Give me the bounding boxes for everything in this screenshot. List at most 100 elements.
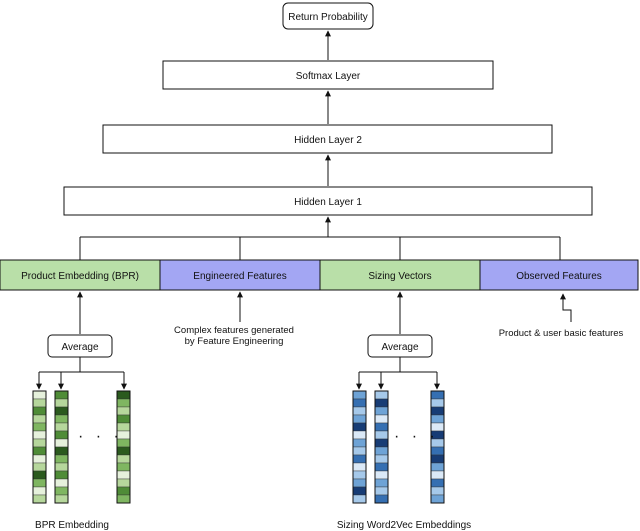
bpr-vector-cell	[32, 494, 47, 504]
bpr-vector-cell	[54, 446, 69, 456]
sizing-vector-cell	[352, 422, 367, 432]
sizing-vector-cell	[352, 470, 367, 480]
sizing-vector-cell	[430, 494, 445, 504]
bpr-vector-cell	[54, 414, 69, 424]
bpr-vector-cell	[32, 398, 47, 408]
bpr-vector-cell	[54, 430, 69, 440]
bpr-vector-cell	[116, 398, 131, 408]
bpr-vector-cell	[32, 438, 47, 448]
bpr-vector-cell	[54, 478, 69, 488]
sizing-vector-cell	[430, 454, 445, 464]
sizing-fanout-connector	[356, 357, 440, 390]
observed-note: Product & user basic features	[499, 328, 624, 339]
sizing-vector-cell	[374, 406, 389, 416]
input-connector-bus	[79, 236, 561, 260]
bpr-vector-1	[32, 390, 47, 504]
bpr-vector-cell	[116, 462, 131, 472]
sizing-vector-cell	[352, 486, 367, 496]
sizing-vector-outline	[430, 390, 445, 504]
bpr-fanout-connector	[36, 357, 127, 390]
bpr-vector-cell	[54, 470, 69, 480]
bpr-vector-cell	[116, 390, 131, 400]
sizing-vector-cell	[430, 406, 445, 416]
average-box-sizing: Average	[367, 334, 433, 358]
softmax-layer-label: Softmax Layer	[296, 71, 361, 82]
sizing-vector-cell	[352, 390, 367, 400]
input-observed-features-label: Observed Features	[516, 271, 602, 282]
sizing-vector-cell	[352, 478, 367, 488]
bpr-vector-cell	[54, 406, 69, 416]
sizing-vector-cell	[430, 414, 445, 424]
sizing-vector-3	[430, 390, 445, 504]
average-label-sizing: Average	[381, 342, 419, 353]
bpr-embedding-vectors	[32, 390, 131, 504]
bpr-vector-cell	[116, 446, 131, 456]
sizing-vector-cell	[374, 478, 389, 488]
average-box-bpr: Average	[47, 334, 113, 358]
bpr-vector-cell	[54, 454, 69, 464]
bpr-vector-cell	[32, 454, 47, 464]
sizing-vector-cell	[430, 446, 445, 456]
sizing-vector-cell	[352, 454, 367, 464]
bpr-vector-cell	[32, 486, 47, 496]
bpr-vector-cell	[54, 438, 69, 448]
observed-note-arrow	[560, 293, 572, 322]
sizing-vector-cell	[352, 494, 367, 504]
sizing-vector-cell	[352, 438, 367, 448]
hidden-layer-2-label: Hidden Layer 2	[294, 135, 362, 146]
engineered-note-line1: Complex features generated	[174, 325, 294, 336]
bpr-vector-3	[116, 390, 131, 504]
sizing-vector-cell	[352, 406, 367, 416]
sizing-vector-cell	[374, 398, 389, 408]
bpr-vector-outline	[32, 390, 47, 504]
engineered-note-line2: by Feature Engineering	[185, 336, 284, 347]
hidden-layer-1-box: Hidden Layer 1	[63, 186, 593, 216]
sizing-vector-cell	[352, 414, 367, 424]
sizing-vector-cell	[430, 390, 445, 400]
sizing-vector-cell	[374, 494, 389, 504]
bpr-vector-cell	[32, 446, 47, 456]
sizing-vector-cell	[374, 486, 389, 496]
softmax-layer-box: Softmax Layer	[162, 60, 494, 90]
input-engineered-features-label: Engineered Features	[193, 271, 286, 282]
bpr-vector-cell	[32, 478, 47, 488]
bpr-vector-cell	[32, 390, 47, 400]
sizing-vector-cell	[374, 454, 389, 464]
bpr-ellipsis: · · ·	[78, 428, 123, 445]
return-probability-box: Return Probability	[282, 2, 374, 30]
bpr-vector-2	[54, 390, 69, 504]
sizing-vector-cell	[430, 462, 445, 472]
bpr-vector-cell	[32, 406, 47, 416]
return-probability-label: Return Probability	[288, 12, 367, 23]
sizing-vector-cell	[352, 462, 367, 472]
input-sizing-vectors-label: Sizing Vectors	[368, 271, 431, 282]
sizing-vector-cell	[374, 462, 389, 472]
bpr-vector-cell	[54, 486, 69, 496]
input-sizing-vectors-box: Sizing Vectors	[319, 259, 481, 291]
bpr-vector-cell	[116, 486, 131, 496]
input-engineered-features-box: Engineered Features	[159, 259, 321, 291]
input-observed-features-box: Observed Features	[479, 259, 639, 291]
bpr-vector-cell	[116, 470, 131, 480]
bpr-vector-cell	[54, 422, 69, 432]
sizing-vector-cell	[430, 398, 445, 408]
bpr-vector-cell	[32, 414, 47, 424]
input-product-embedding-box: Product Embedding (BPR)	[0, 259, 161, 291]
sizing-vector-1	[352, 390, 367, 504]
bpr-vector-cell	[32, 422, 47, 432]
sizing-vector-cell	[374, 422, 389, 432]
hidden-layer-2-box: Hidden Layer 2	[102, 124, 553, 154]
hidden-layer-1-label: Hidden Layer 1	[294, 197, 362, 208]
bpr-vector-cell	[32, 470, 47, 480]
bpr-vector-cell	[54, 390, 69, 400]
sizing-vector-2	[374, 390, 389, 504]
sizing-embedding-caption: Sizing Word2Vec Embeddings	[337, 520, 471, 531]
sizing-vector-outline	[374, 390, 389, 504]
sizing-vector-cell	[430, 486, 445, 496]
input-product-embedding-label: Product Embedding (BPR)	[21, 271, 139, 282]
bpr-vector-cell	[54, 398, 69, 408]
average-label-bpr: Average	[61, 342, 99, 353]
sizing-vector-cell	[374, 414, 389, 424]
sizing-vector-cell	[430, 478, 445, 488]
sizing-vector-cell	[374, 438, 389, 448]
